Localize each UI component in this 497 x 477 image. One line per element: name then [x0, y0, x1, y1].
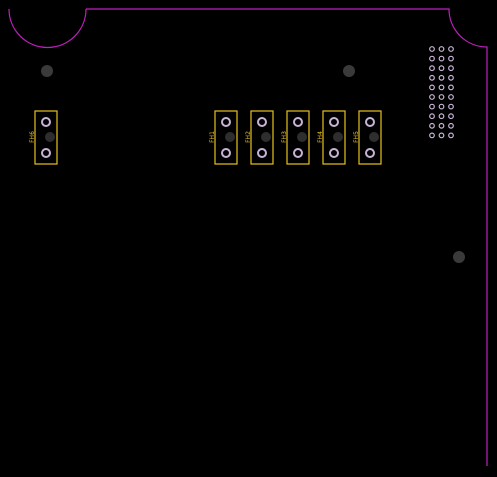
pad	[329, 117, 339, 127]
connector-pin	[429, 113, 435, 120]
connector-pin	[429, 122, 435, 129]
connector-pin	[438, 84, 445, 91]
connector-pin	[438, 46, 445, 52]
header-fh3: FH3	[281, 110, 310, 165]
connector-pin	[438, 65, 445, 72]
connector-pin	[438, 103, 445, 110]
header-fh5: FH5	[353, 110, 382, 165]
mounting-hole	[453, 251, 465, 263]
header-outline	[214, 110, 238, 165]
connector-pin	[438, 94, 445, 100]
center-hole	[333, 132, 343, 142]
header-label: FH5	[353, 131, 360, 143]
connector-pin	[448, 132, 454, 139]
center-hole	[261, 132, 271, 142]
pad	[221, 117, 231, 127]
connector-pin	[429, 55, 435, 62]
connector-pin	[429, 46, 435, 52]
connector-pin	[448, 122, 454, 129]
connector-pin	[438, 122, 445, 129]
connector-pin	[429, 65, 435, 72]
connector-pin	[429, 132, 435, 139]
pad	[293, 117, 303, 127]
mounting-hole	[343, 65, 355, 77]
header-fh6: FH6	[29, 110, 58, 165]
connector-pin	[438, 55, 445, 62]
connector-pin	[438, 74, 445, 81]
corner-cutout-left	[8, 8, 87, 49]
center-hole	[297, 132, 307, 142]
connector-pin	[448, 103, 454, 110]
connector-pin	[429, 74, 435, 81]
pad	[41, 148, 51, 158]
board-outline	[86, 8, 488, 466]
connector-pin	[448, 55, 454, 62]
connector-pin	[448, 84, 454, 91]
header-label: FH4	[317, 131, 324, 143]
pin-header-connector	[429, 46, 454, 139]
pad	[293, 148, 303, 158]
header-label: FH2	[245, 131, 252, 143]
header-fh1: FH1	[209, 110, 238, 165]
header-label: FH3	[281, 131, 288, 143]
connector-pin	[429, 94, 435, 100]
connector-pin	[448, 94, 454, 100]
header-outline	[286, 110, 310, 165]
header-label: FH6	[29, 131, 36, 143]
connector-pin	[429, 103, 435, 110]
connector-pin	[438, 132, 445, 139]
connector-pin	[448, 65, 454, 72]
header-outline	[34, 110, 58, 165]
pad	[365, 117, 375, 127]
mounting-hole	[41, 65, 53, 77]
connector-pin	[448, 74, 454, 81]
pad	[257, 148, 267, 158]
pad	[41, 117, 51, 127]
center-hole	[225, 132, 235, 142]
connector-pin	[448, 46, 454, 52]
header-fh4: FH4	[317, 110, 346, 165]
header-label: FH1	[209, 131, 216, 143]
connector-pin	[448, 113, 454, 120]
header-outline	[358, 110, 382, 165]
center-hole	[45, 132, 55, 142]
pad	[257, 117, 267, 127]
center-hole	[369, 132, 379, 142]
header-outline	[322, 110, 346, 165]
pad	[365, 148, 375, 158]
header-outline	[250, 110, 274, 165]
pad	[329, 148, 339, 158]
connector-pin	[429, 84, 435, 91]
header-fh2: FH2	[245, 110, 274, 165]
pad	[221, 148, 231, 158]
connector-pin	[438, 113, 445, 120]
